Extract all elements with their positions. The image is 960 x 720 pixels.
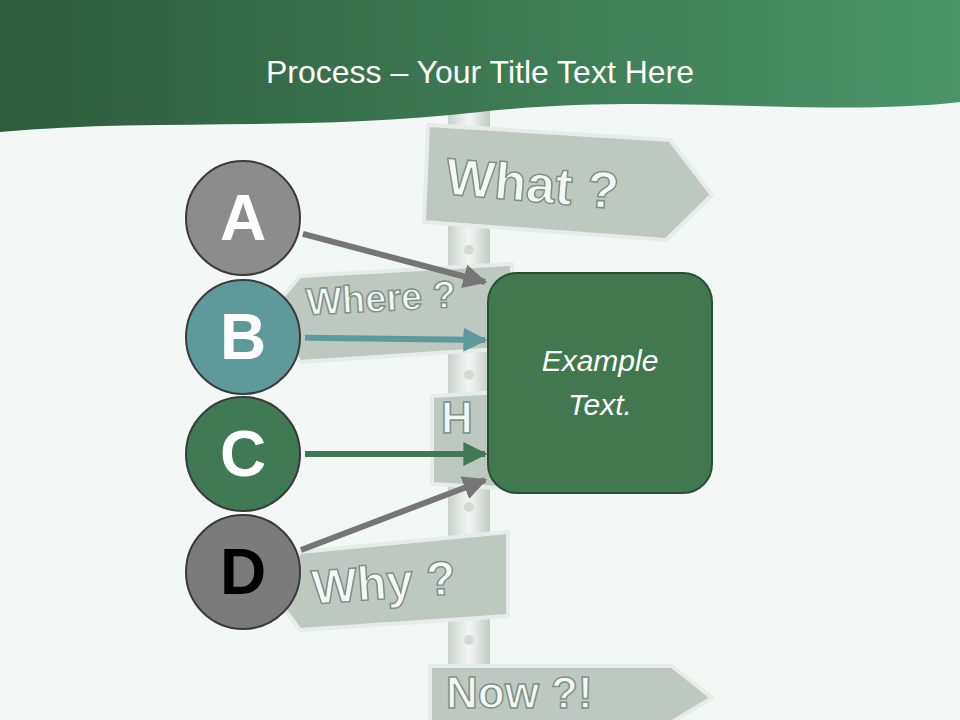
pole-dot	[464, 245, 474, 255]
step-letter: D	[220, 537, 266, 607]
sign-label: Where ?	[305, 272, 457, 324]
title-text: Process – Your Title Text Here	[0, 52, 960, 92]
connector-arrow	[301, 480, 485, 550]
pole-dot	[464, 370, 474, 380]
header-band	[0, 0, 960, 132]
sign-what	[424, 125, 712, 240]
sign-label: Now ?!	[446, 670, 593, 716]
step-circle: A	[185, 160, 301, 276]
connector-arrow	[305, 338, 485, 340]
direction-signs	[270, 125, 712, 720]
step-circle: C	[185, 396, 301, 512]
step-circle: B	[185, 279, 301, 395]
step-letter: A	[220, 183, 266, 253]
box-text: Example Text.	[519, 339, 681, 427]
pole-dot	[464, 502, 474, 512]
step-letter: B	[220, 302, 266, 372]
step-letter: C	[220, 419, 266, 489]
connector-arrow	[305, 451, 485, 457]
pole-dot	[464, 635, 474, 645]
step-circle: D	[185, 514, 301, 630]
sign-label: H	[441, 396, 473, 440]
sign-now	[430, 666, 712, 720]
process-box: Example Text.	[487, 272, 713, 494]
sign-label: Why ?	[310, 552, 457, 614]
